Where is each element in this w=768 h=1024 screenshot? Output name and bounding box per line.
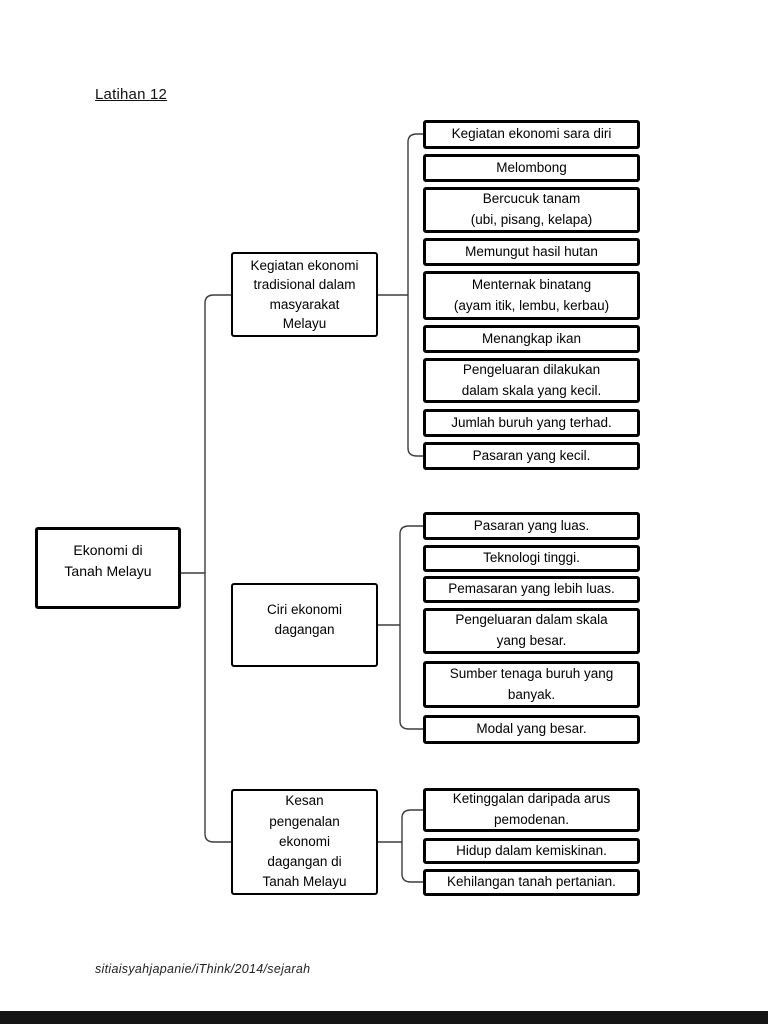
node-modal-besar: Modal yang besar. [423,715,640,744]
node-branch-kesan-pengenalan: Kesan pengenalan ekonomi dagangan di Tan… [231,789,378,895]
node-jumlah-buruh-terhad: Jumlah buruh yang terhad. [423,409,640,437]
node-pengeluaran-skala-kecil: Pengeluaran dilakukan dalam skala yang k… [423,358,640,403]
page-gap-bar [0,1011,768,1024]
exercise-title: Latihan 12 [95,86,168,103]
node-hidup-kemiskinan: Hidup dalam kemiskinan. [423,838,640,864]
node-ketinggalan-pemodenan: Ketinggalan daripada arus pemodenan. [423,788,640,832]
branch2-line [399,525,424,730]
node-pasaran-luas: Pasaran yang luas. [423,512,640,540]
node-memungut-hasil-hutan: Memungut hasil hutan [423,238,640,266]
node-branch-ciri-ekonomi-dagangan: Ciri ekonomi dagangan [231,583,378,667]
node-pemasaran-lebih-luas: Pemasaran yang lebih luas. [423,576,640,603]
credit-line: sitiaisyahjapanie/iThink/2014/sejarah [95,962,311,976]
node-menternak-binatang: Menternak binatang (ayam itik, lembu, ke… [423,271,640,320]
node-melombong: Melombong [423,154,640,182]
node-root-ekonomi-tanah-melayu: Ekonomi di Tanah Melayu [35,527,181,609]
branch3-line [401,809,424,883]
node-pasaran-kecil: Pasaran yang kecil. [423,442,640,470]
node-branch-kegiatan-tradisional: Kegiatan ekonomi tradisional dalam masya… [231,252,378,337]
node-menangkap-ikan: Menangkap ikan [423,325,640,353]
node-sumber-tenaga-buruh: Sumber tenaga buruh yang banyak. [423,661,640,708]
branch1-line [407,133,424,457]
node-bercucuk-tanam: Bercucuk tanam (ubi, pisang, kelapa) [423,187,640,233]
node-kegiatan-ekonomi-sara-diri: Kegiatan ekonomi sara diri [423,120,640,149]
trunk-line [204,294,232,843]
node-kehilangan-tanah: Kehilangan tanah pertanian. [423,869,640,896]
node-pengeluaran-skala-besar: Pengeluaran dalam skala yang besar. [423,608,640,654]
node-teknologi-tinggi: Teknologi tinggi. [423,545,640,572]
